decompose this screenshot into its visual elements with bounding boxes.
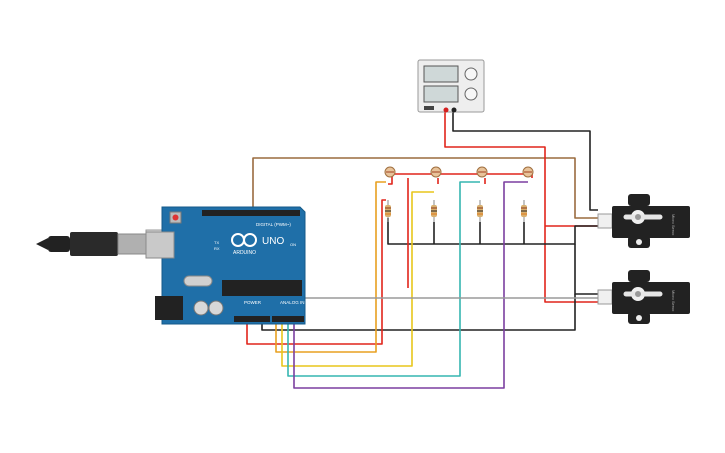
wire-ldr-gnd[interactable] xyxy=(433,222,525,244)
servo-top[interactable]: Micro Servo xyxy=(597,194,690,248)
rx-led-label: RX xyxy=(214,246,220,251)
psu-current-display xyxy=(423,85,459,103)
capacitor-2 xyxy=(208,300,224,316)
analog-header-label: ANALOG IN xyxy=(280,300,305,305)
wire-psu-black[interactable] xyxy=(452,111,598,211)
arduino-logo-icon xyxy=(231,233,257,247)
ldr-1[interactable] xyxy=(384,166,396,178)
wire-ground-bottom[interactable] xyxy=(574,244,598,295)
psu-voltage-knob[interactable] xyxy=(464,67,478,81)
psu-terminal-negative[interactable] xyxy=(443,107,449,113)
dc-barrel-jack xyxy=(155,296,183,320)
crystal xyxy=(183,275,213,287)
capacitor-1 xyxy=(193,300,209,316)
board-brand-label: ARDUINO xyxy=(233,250,256,256)
wire-ground-top[interactable] xyxy=(387,218,598,245)
analog-header[interactable] xyxy=(272,316,304,322)
psu-current-knob[interactable] xyxy=(464,87,478,101)
servo-top-label: Micro Servo xyxy=(671,214,676,236)
wire-psu-red[interactable] xyxy=(444,111,598,303)
ldr-4[interactable] xyxy=(522,166,534,178)
wire-black-return[interactable] xyxy=(261,294,576,331)
wire-arduino-5v[interactable] xyxy=(246,199,386,345)
wire-yellow[interactable] xyxy=(281,191,434,367)
resistor-2[interactable] xyxy=(431,200,437,222)
power-header[interactable] xyxy=(234,316,270,322)
tx-led-label: TX xyxy=(214,240,219,245)
resistor-4[interactable] xyxy=(521,200,527,222)
usb-jack xyxy=(145,231,175,259)
wire-orange[interactable] xyxy=(275,181,386,353)
wire-purple[interactable] xyxy=(293,181,528,389)
ldr-2[interactable] xyxy=(430,166,442,178)
on-led-label: ON xyxy=(290,242,296,247)
resistor-1[interactable] xyxy=(385,200,391,222)
wire-teal[interactable] xyxy=(287,181,480,377)
servo-bottom-label: Micro Servo xyxy=(671,290,676,312)
board-model-label: UNO xyxy=(262,236,284,247)
resistor-3[interactable] xyxy=(477,200,483,222)
wire-red-vcc[interactable] xyxy=(407,178,486,288)
power-supply[interactable] xyxy=(417,59,485,113)
psu-power-switch[interactable] xyxy=(424,106,434,110)
arduino-uno-board[interactable]: UNO ARDUINO DIGITAL (PWM~) POWER ANALOG … xyxy=(145,206,306,325)
wire-brown[interactable] xyxy=(252,157,598,219)
digital-header[interactable] xyxy=(202,210,300,216)
digital-header-label: DIGITAL (PWM~) xyxy=(256,222,291,227)
ldr-3[interactable] xyxy=(476,166,488,178)
power-header-label: POWER xyxy=(244,300,262,305)
psu-terminal-positive[interactable] xyxy=(451,107,457,113)
atmega-chip xyxy=(222,280,302,296)
psu-voltage-display xyxy=(423,65,459,83)
servo-bottom[interactable]: Micro Servo xyxy=(597,270,690,324)
